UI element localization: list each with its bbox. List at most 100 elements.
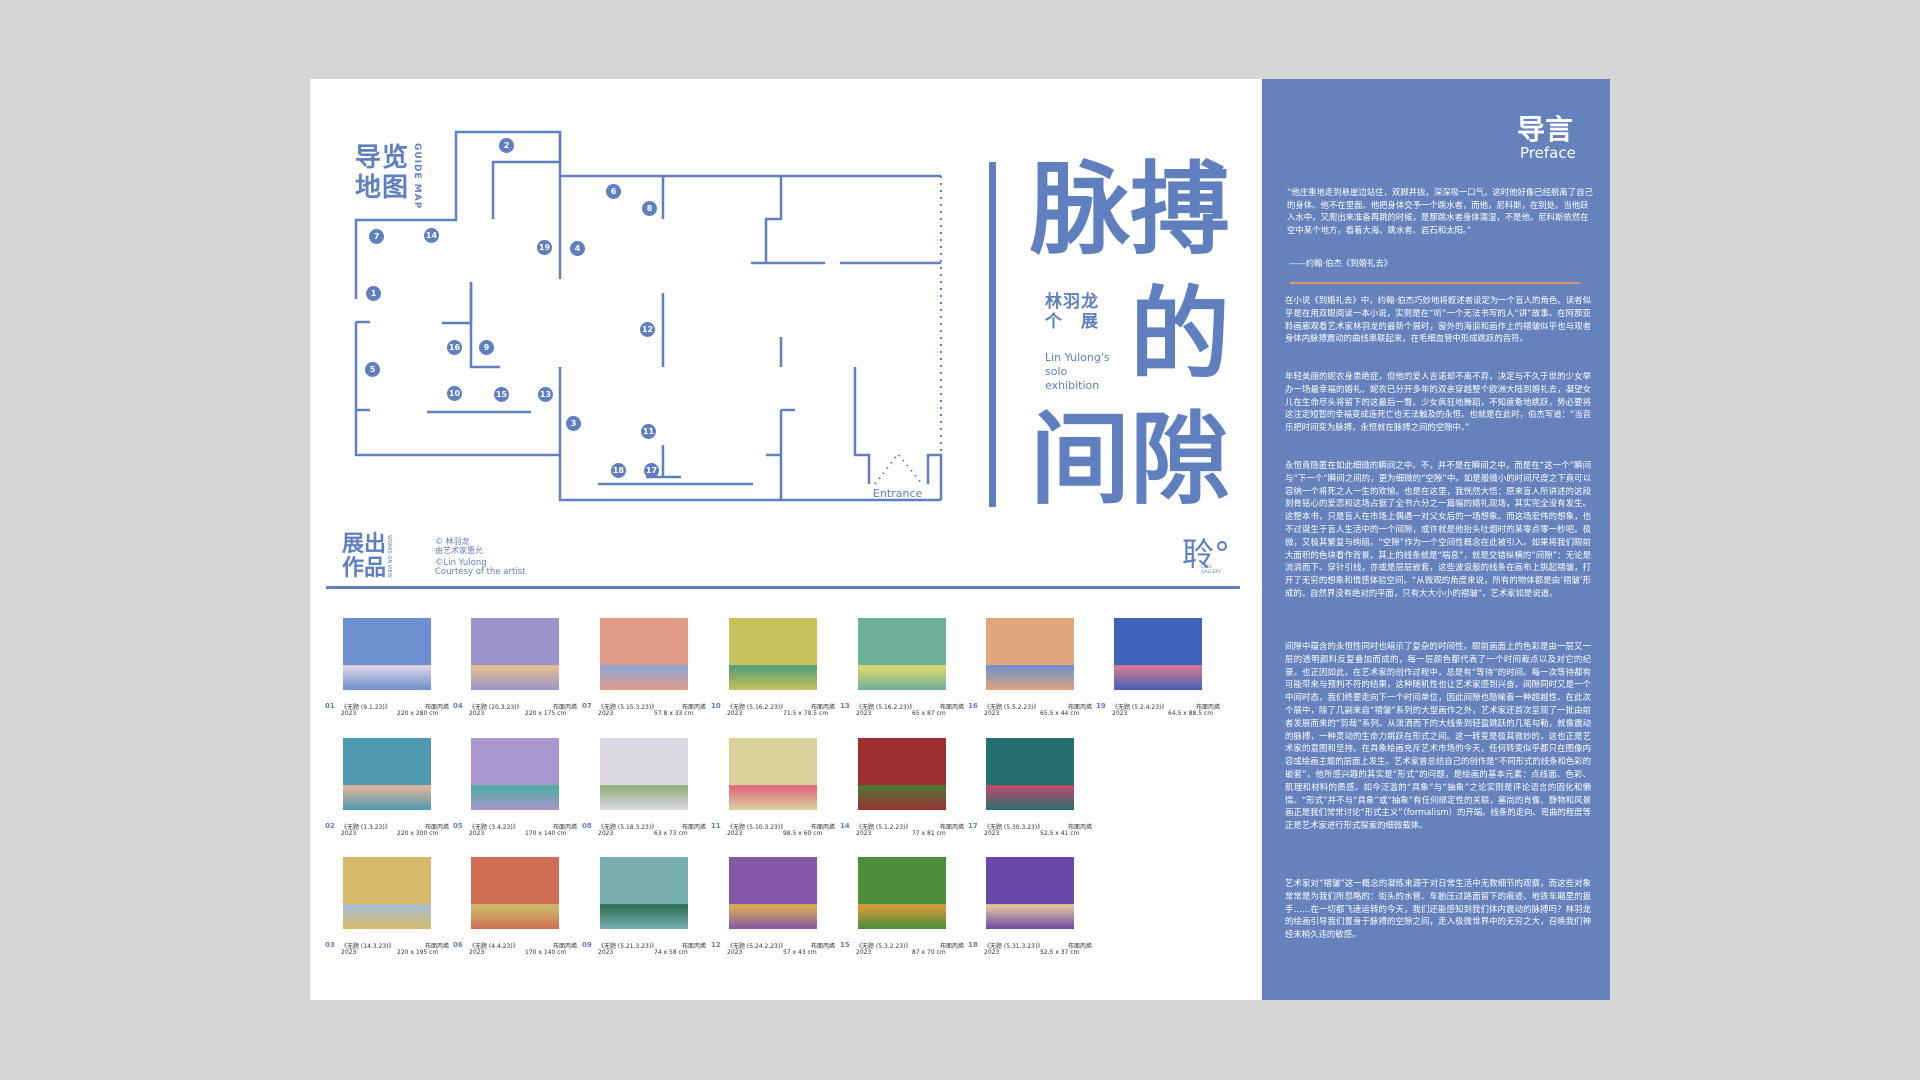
artwork-year: 2023 <box>984 710 1000 717</box>
map-pin[interactable]: 16 <box>447 340 462 355</box>
artwork-number: 04 <box>453 702 463 710</box>
artwork-medium: 布面丙烯 <box>811 824 836 831</box>
artwork-size: 87 x 70 cm <box>912 949 946 956</box>
artwork-thumbnail[interactable] <box>471 738 559 810</box>
preface-quote: “他庄重地走到悬崖边站住，双脚并拢，深深吸一口气，这时他好像已经脱离了自己的身体… <box>1287 187 1593 235</box>
map-pin[interactable]: 10 <box>447 386 462 401</box>
map-pin[interactable]: 4 <box>570 241 585 256</box>
artwork-thumbnail[interactable] <box>471 857 559 929</box>
map-pin[interactable]: 1 <box>366 286 381 301</box>
artwork-number: 07 <box>582 702 592 710</box>
map-pin[interactable]: 7 <box>369 229 384 244</box>
artwork-number: 11 <box>711 822 721 830</box>
artwork-size: 77 x 81 cm <box>912 830 946 837</box>
preface-heading: 导言 <box>1517 113 1574 146</box>
map-pin[interactable]: 11 <box>641 424 656 439</box>
map-pin[interactable]: 8 <box>642 201 657 216</box>
map-pin[interactable]: 3 <box>566 416 581 431</box>
artwork-thumbnail[interactable] <box>1114 618 1202 690</box>
artwork-number: 03 <box>325 941 335 949</box>
preface-paragraph: 艺术家对“褶皱”这一概念的凝练来源于对日常生活中无数细节的观察，而这些对象常常是… <box>1285 878 1591 940</box>
artwork-title: 《无题 (5.15.3.23)》 <box>598 704 658 711</box>
preface-paragraph: 年轻美丽的妮农身患绝症，但他的爱人吉诺却不离不弃，决定与不久于世的少女举办一场最… <box>1285 371 1591 433</box>
preface-paragraph: 永恒竟隐匿在如此细微的瞬间之中。不，并不是在瞬间之中，而是在“这一个”瞬间与“下… <box>1285 460 1591 598</box>
artwork-medium: 布面丙烯 <box>553 943 578 950</box>
artwork-thumbnail[interactable] <box>343 857 431 929</box>
artwork-title: 《无题 (4.4.23)》 <box>469 943 519 950</box>
artwork-medium: 布面丙烯 <box>1068 943 1093 950</box>
artwork-medium: 布面丙烯 <box>811 704 836 711</box>
artwork-medium: 布面丙烯 <box>425 704 450 711</box>
artwork-title: 《无题 (5.18.3.23)》 <box>598 824 658 831</box>
artwork-size: 220 x 195 cm <box>397 949 439 956</box>
map-pin[interactable]: 19 <box>537 240 552 255</box>
artwork-medium: 布面丙烯 <box>1068 824 1093 831</box>
map-pin[interactable]: 15 <box>494 387 509 402</box>
map-pin[interactable]: 18 <box>611 463 626 478</box>
map-pin[interactable]: 12 <box>640 322 655 337</box>
artwork-year: 2023 <box>984 949 1000 956</box>
artwork-number: 08 <box>582 822 592 830</box>
artwork-thumbnail[interactable] <box>600 738 688 810</box>
map-pin[interactable]: 13 <box>538 387 553 402</box>
artwork-thumbnail[interactable] <box>858 738 946 810</box>
works-divider <box>326 586 1240 589</box>
artwork-year: 2023 <box>341 949 357 956</box>
artwork-thumbnail[interactable] <box>600 857 688 929</box>
artwork-size: 65 x 87 cm <box>912 710 946 717</box>
map-title-en: GUIDE MAP <box>412 143 422 210</box>
map-pin[interactable]: 6 <box>606 184 621 199</box>
artwork-thumbnail[interactable] <box>729 857 817 929</box>
artwork-thumbnail[interactable] <box>729 738 817 810</box>
artwork-thumbnail[interactable] <box>858 857 946 929</box>
artwork-year: 2023 <box>1112 710 1128 717</box>
preface-heading-en: Preface <box>1520 144 1576 162</box>
map-pin[interactable]: 5 <box>365 362 380 377</box>
preface-divider <box>1290 282 1580 284</box>
artwork-thumbnail[interactable] <box>600 618 688 690</box>
artwork-number: 14 <box>840 822 850 830</box>
artwork-thumbnail[interactable] <box>986 618 1074 690</box>
map-pin[interactable]: 14 <box>424 228 439 243</box>
artwork-title: 《无题 (5.1.2.23)》 <box>856 824 912 831</box>
map-pin[interactable]: 17 <box>644 463 659 478</box>
artwork-number: 12 <box>711 941 721 949</box>
title-char-4: 间 <box>1030 401 1130 518</box>
artwork-thumbnail[interactable] <box>343 738 431 810</box>
artwork-thumbnail[interactable] <box>471 618 559 690</box>
artwork-thumbnail[interactable] <box>729 618 817 690</box>
artwork-title: 《无题 (5.24.2.23)》 <box>727 943 787 950</box>
artwork-thumbnail[interactable] <box>858 618 946 690</box>
artwork-thumbnail[interactable] <box>343 618 431 690</box>
artwork-medium: 布面丙烯 <box>682 943 707 950</box>
artwork-thumbnail[interactable] <box>986 857 1074 929</box>
map-pin[interactable]: 9 <box>479 340 494 355</box>
artwork-number: 02 <box>325 822 335 830</box>
artwork-medium: 布面丙烯 <box>940 704 965 711</box>
artwork-medium: 布面丙烯 <box>553 824 578 831</box>
artwork-thumbnail[interactable] <box>986 738 1074 810</box>
map-pin[interactable]: 2 <box>499 138 514 153</box>
artwork-size: 220 x 300 cm <box>397 830 439 837</box>
artwork-title: 《无题 (5.3.2.23)》 <box>856 943 912 950</box>
artwork-title: 《无题 (14.3.23)》 <box>341 943 395 950</box>
